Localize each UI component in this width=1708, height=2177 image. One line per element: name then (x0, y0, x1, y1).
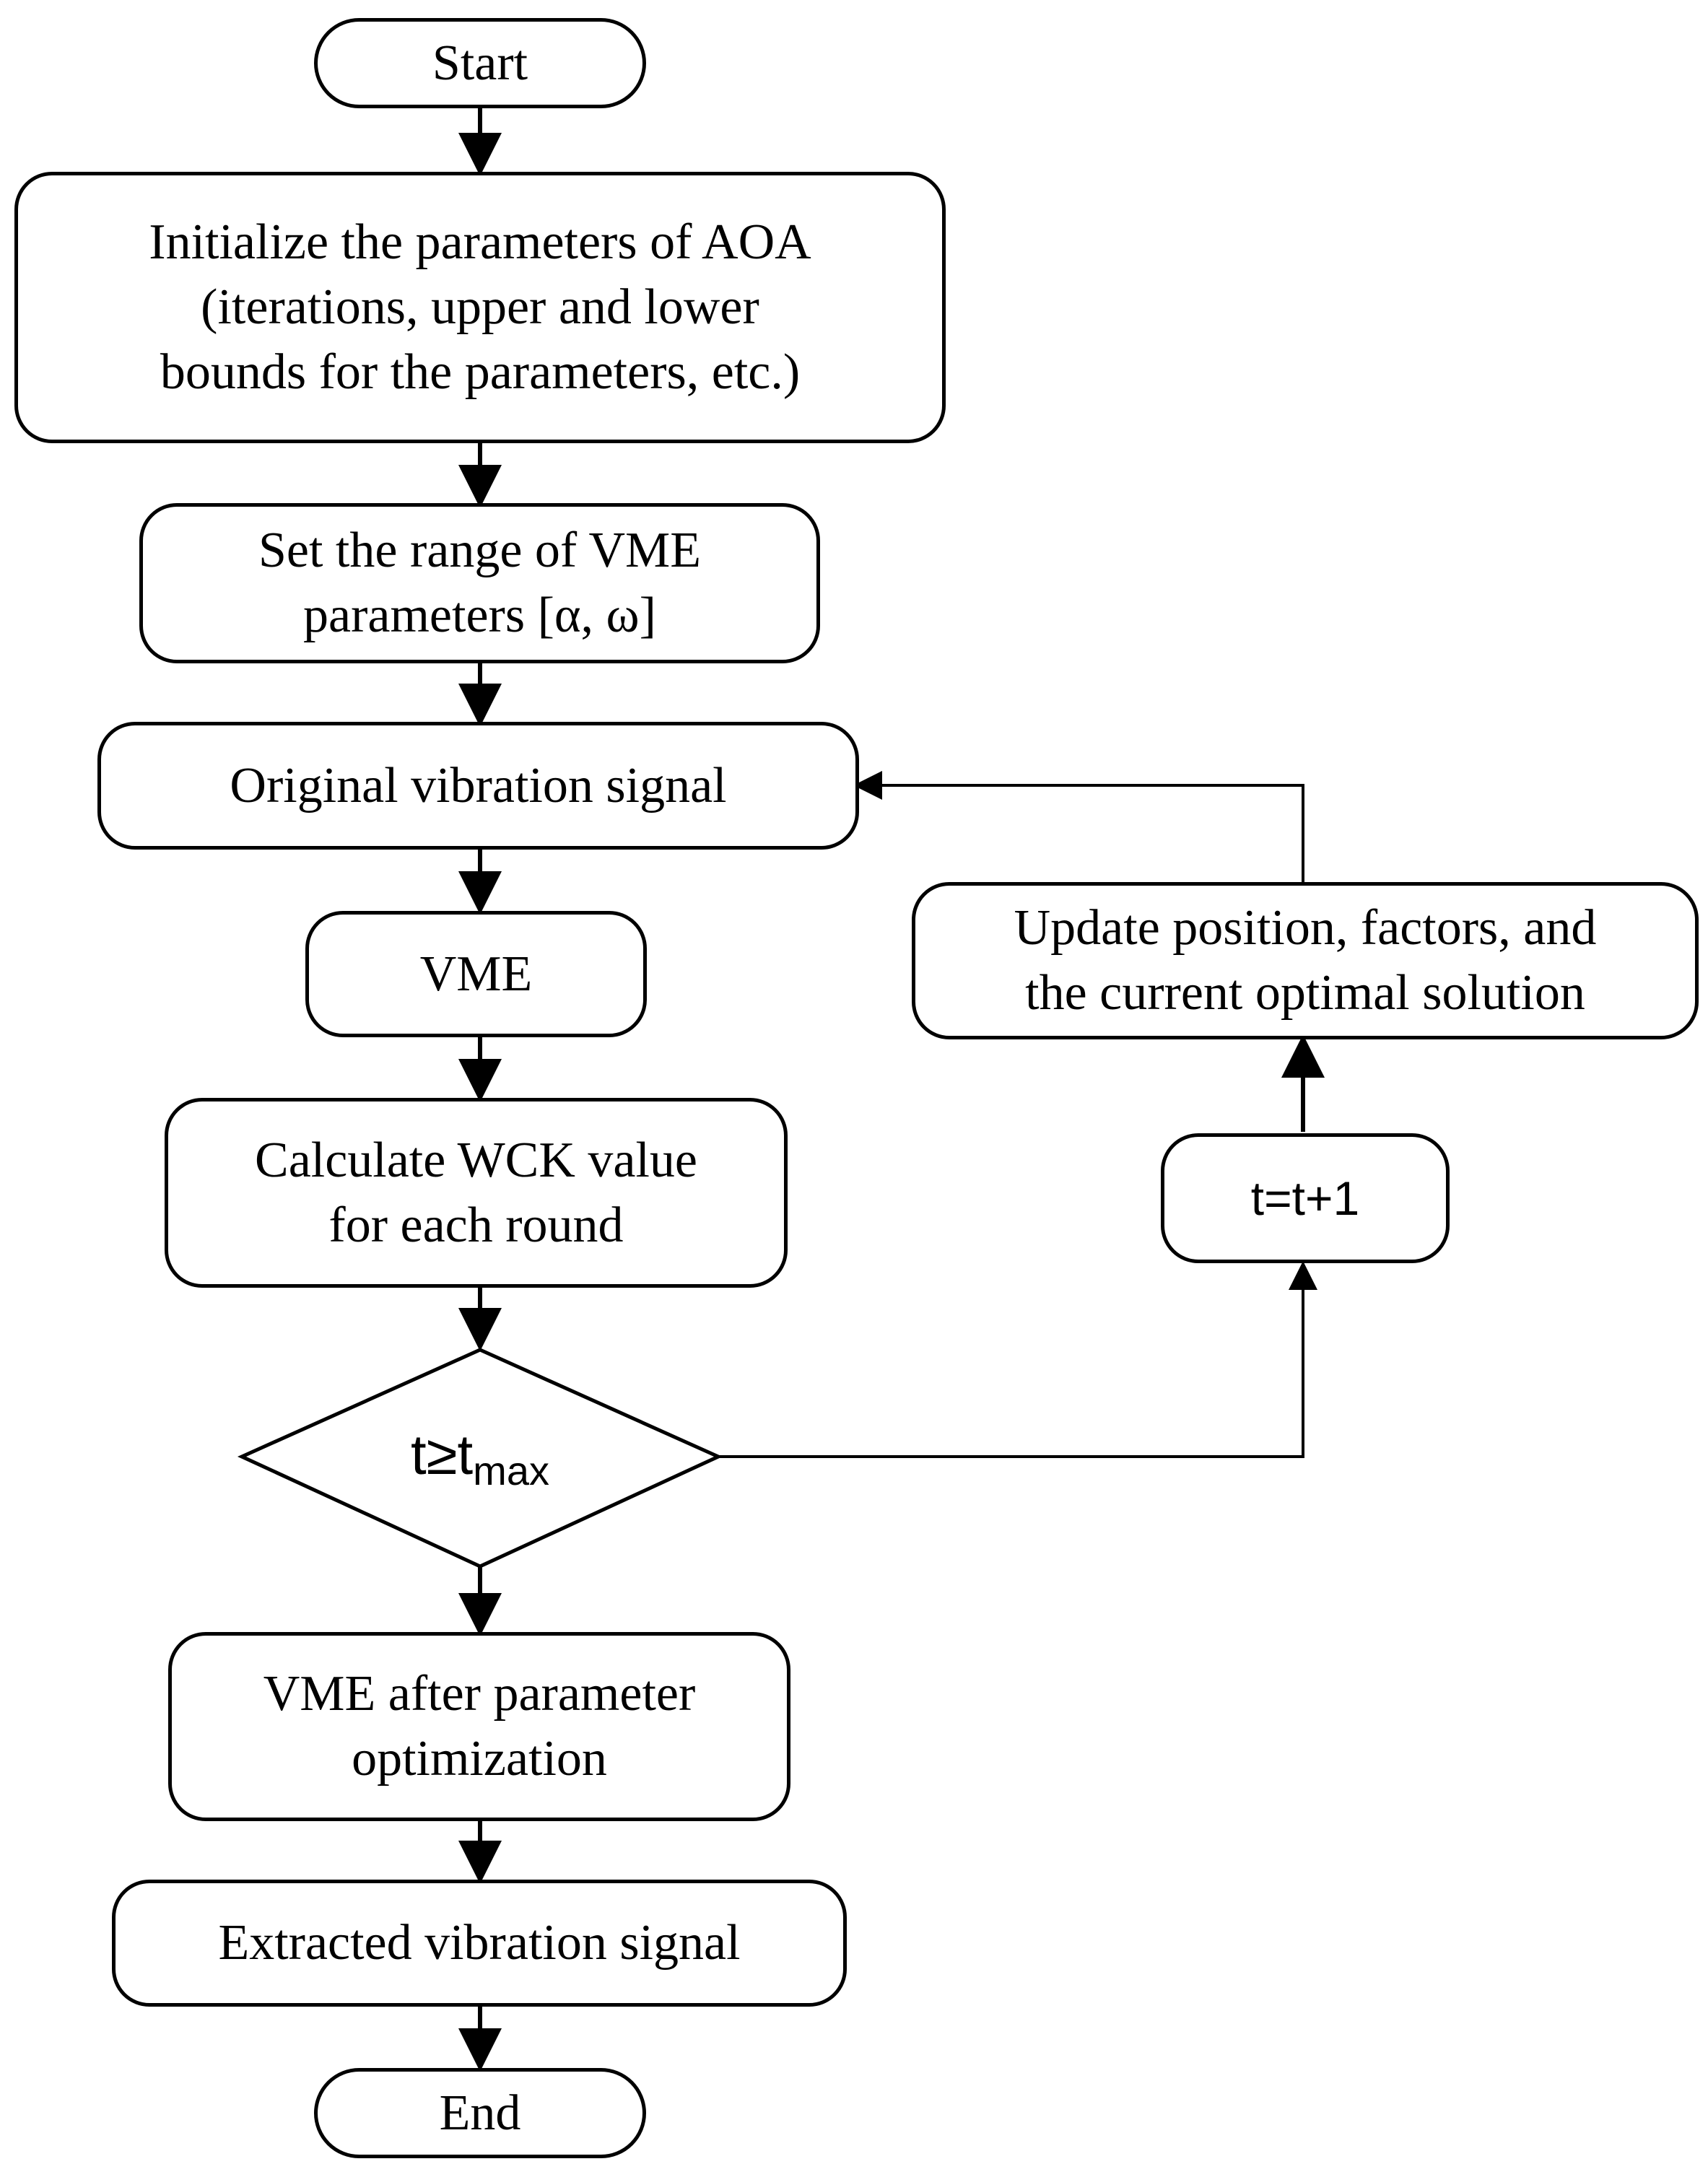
increment-label: t=t+1 (1250, 1172, 1360, 1225)
increment-box: t=t+1 (1161, 1133, 1450, 1263)
vme-after-optimization-box: VME after parameter optimization (168, 1632, 790, 1821)
vme-box: VME (305, 911, 647, 1037)
decision-diamond (237, 1348, 723, 1569)
set-range-box: Set the range of VME parameters [α, ω] (139, 503, 820, 663)
extracted-signal-label: Extracted vibration signal (218, 1915, 741, 1971)
start-label: Start (432, 35, 528, 91)
init-line-2: (iterations, upper and lower (201, 279, 759, 335)
vme-after-line-1: VME after parameter (263, 1666, 696, 1722)
calc-wck-line-2: for each round (328, 1197, 624, 1253)
start-terminal: Start (314, 18, 646, 108)
init-parameters-box: Initialize the parameters of AOA (iterat… (14, 172, 946, 443)
update-box: Update position, factors, and the curren… (912, 882, 1699, 1039)
calculate-wck-box: Calculate WCK value for each round (165, 1098, 788, 1288)
calc-wck-line-1: Calculate WCK value (255, 1132, 697, 1188)
set-range-line-1: Set the range of VME (258, 523, 701, 578)
end-terminal: End (314, 2068, 646, 2158)
arrow-update-to-signal (853, 771, 1304, 882)
extracted-signal-box: Extracted vibration signal (112, 1880, 847, 2007)
decision-sub: max (473, 1447, 549, 1493)
init-line-1: Initialize the parameters of AOA (149, 214, 811, 270)
arrow-decision-to-increment (718, 1261, 1317, 1458)
init-line-3: bounds for the parameters, etc.) (160, 344, 801, 400)
decision-base: t≥t (411, 1422, 474, 1486)
vme-label: VME (419, 946, 533, 1002)
set-range-line-2: parameters [α, ω] (303, 588, 656, 643)
update-line-1: Update position, factors, and (1014, 900, 1597, 956)
update-line-2: the current optimal solution (1025, 965, 1585, 1021)
original-signal-box: Original vibration signal (97, 722, 859, 850)
vme-after-line-2: optimization (352, 1731, 607, 1786)
end-label: End (439, 2085, 521, 2141)
original-signal-label: Original vibration signal (230, 757, 727, 813)
